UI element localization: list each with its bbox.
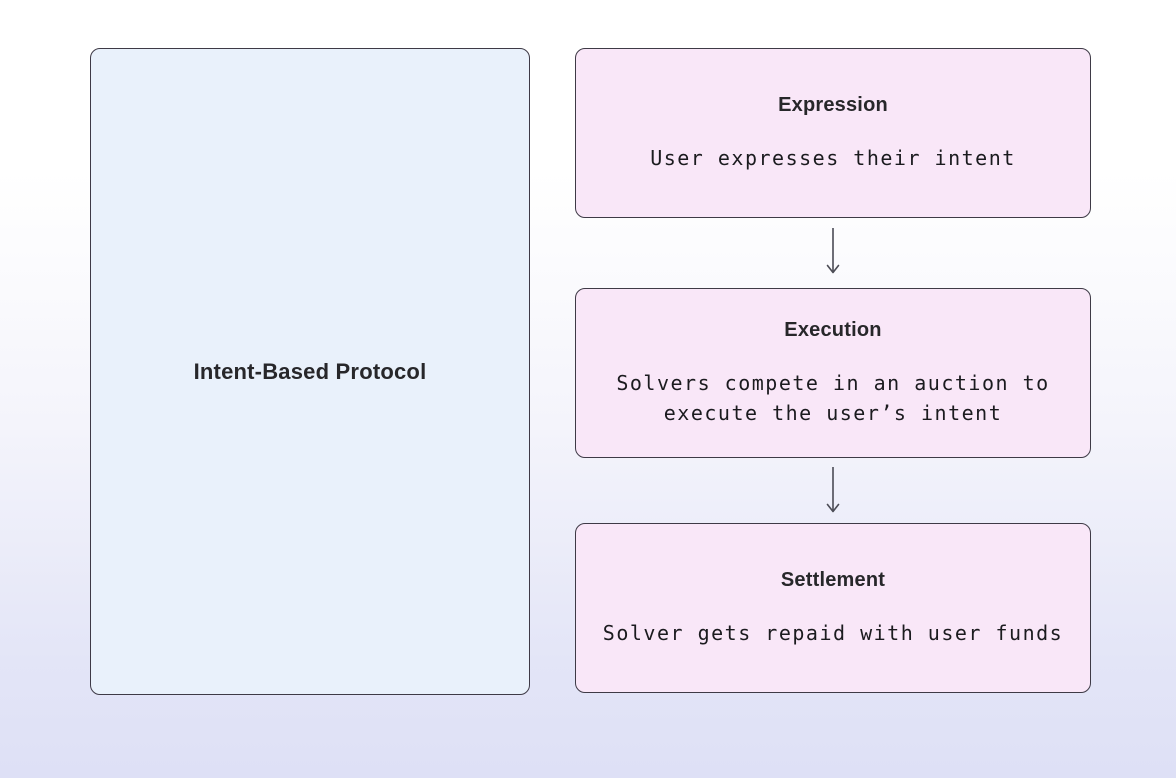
protocol-box-label: Intent-Based Protocol: [193, 358, 427, 384]
arrow-down-icon: [825, 227, 841, 275]
stage-box-settlement: Settlement Solver gets repaid with user …: [575, 523, 1091, 693]
stage-description-expression: User expresses their intent: [650, 145, 1016, 170]
stage-title-expression: Expression: [778, 93, 888, 116]
stage-box-execution: Execution Solvers compete in an auction …: [575, 288, 1091, 458]
stage-description-settlement: Solver gets repaid with user funds: [602, 620, 1064, 645]
stage-title-settlement: Settlement: [780, 568, 886, 591]
stage-description-execution: Solvers compete in an auction to execute…: [616, 370, 1050, 425]
stage-title-execution: Execution: [784, 318, 882, 341]
intent-based-protocol-box: Intent-Based Protocol: [90, 48, 530, 695]
arrow-down-icon: [825, 466, 841, 514]
stage-box-expression: Expression User expresses their intent: [575, 48, 1091, 218]
